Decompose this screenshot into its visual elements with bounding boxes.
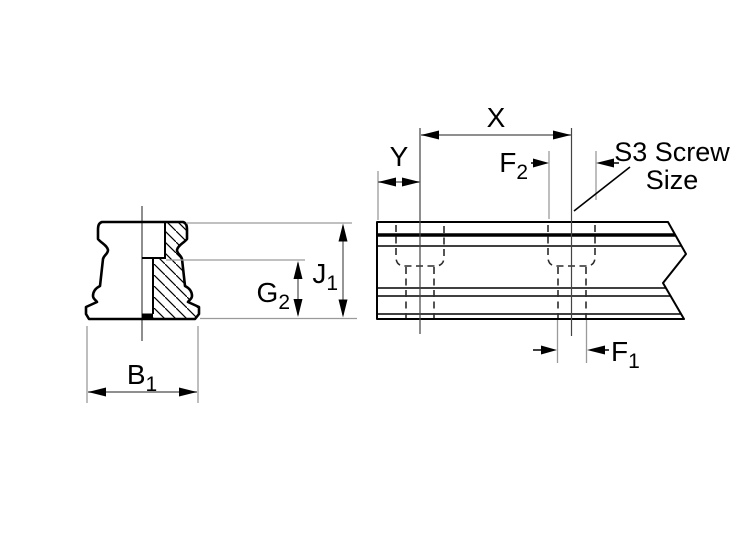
label-x: X [487, 102, 506, 133]
dim-j1: J1 [186, 222, 357, 320]
label-g2: G2 [257, 277, 290, 314]
arrowhead-left [421, 130, 439, 140]
dim-b1: B1 [86, 326, 199, 403]
arrowhead-left [596, 158, 614, 168]
arrowhead-left [587, 345, 605, 355]
rail-profile-outline [84, 220, 201, 321]
arrowhead-up [338, 223, 348, 242]
dim-x: X [421, 102, 571, 140]
arrowhead-down [338, 299, 348, 318]
arrowhead-right [541, 345, 557, 355]
arrowhead-down [293, 299, 303, 317]
counterbore-outline [142, 222, 166, 259]
arrowhead-right [402, 177, 420, 187]
dim-y: Y [377, 141, 420, 220]
dim-f1: F1 [533, 320, 640, 373]
cross-section-view: B1 G2 J1 [84, 206, 357, 403]
arrowhead-left [378, 177, 396, 187]
arrowhead-up [293, 261, 303, 279]
rail-edge-lines [377, 233, 681, 315]
arrowhead-right [533, 158, 549, 168]
arrowhead-left [88, 387, 106, 397]
section-hatching [153, 222, 199, 319]
label-s3-line2: Size [646, 165, 699, 195]
dim-g2: G2 [166, 259, 305, 317]
label-f1: F1 [611, 336, 640, 373]
label-b1: B1 [127, 359, 157, 396]
label-j1: J1 [312, 258, 338, 295]
side-view: X Y F2 S3 Screw Size [376, 102, 730, 373]
label-s3-line1: S3 Screw [614, 137, 730, 167]
arrowhead-right [553, 130, 571, 140]
label-y: Y [390, 141, 409, 172]
hole-bottom-edge [142, 313, 153, 319]
s3-screw-note: S3 Screw Size [573, 137, 730, 212]
dim-f2: F2 [499, 147, 619, 219]
label-f2: F2 [499, 147, 528, 184]
s3-leader-line [573, 166, 631, 212]
arrowhead-right [179, 387, 197, 397]
mounting-hole-section [142, 222, 166, 319]
